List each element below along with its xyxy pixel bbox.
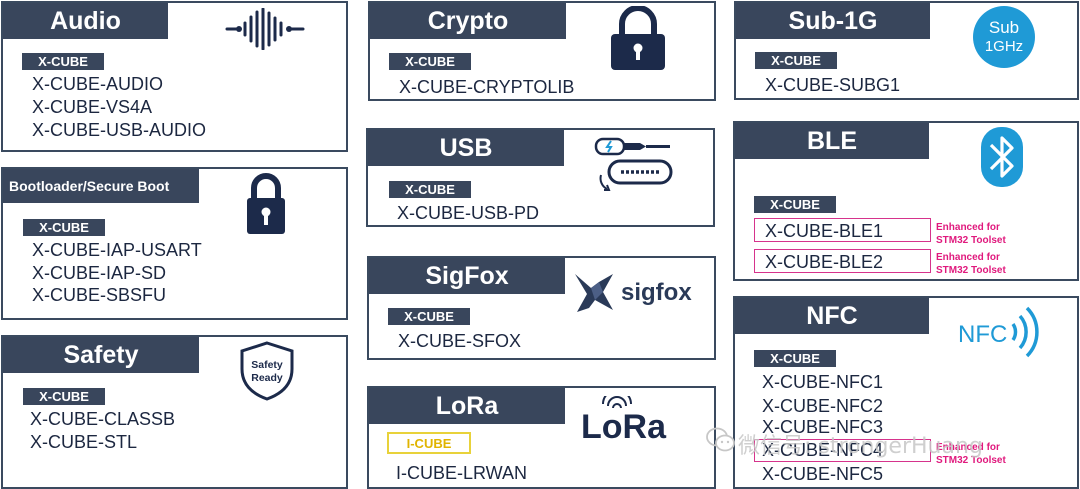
nfc-card: NFC NFC X-CUBE X-CUBE-NFC1 X-CUBE-NFC2 X… xyxy=(733,296,1079,489)
sub1g-tag: X-CUBE xyxy=(755,52,837,69)
padlock-icon xyxy=(247,173,285,234)
safety-card: Safety Safety Ready X-CUBE X-CUBE-CLASSB… xyxy=(1,335,348,489)
audio-title: Audio xyxy=(3,3,168,39)
sub1g-item: X-CUBE-SUBG1 xyxy=(765,75,901,95)
sigfox-item: X-CUBE-SFOX xyxy=(398,331,522,351)
ble-item-highlight xyxy=(754,249,931,273)
usb-c-cable-icon xyxy=(594,137,673,191)
sub1g-badge-text: Sub xyxy=(989,18,1019,37)
crypto-title: Crypto xyxy=(370,3,566,39)
safety-tag: X-CUBE xyxy=(23,388,105,405)
lora-card: LoRa LoRa I-CUBE I-CUBE-LRWAN xyxy=(367,386,716,489)
bootloader-title: Bootloader/Secure Boot xyxy=(3,169,199,203)
safety-badge-text: Ready xyxy=(251,372,283,384)
bootloader-item: X-CUBE-SBSFU xyxy=(32,285,167,305)
ble-title: BLE xyxy=(735,123,929,159)
ble-note-line: STM32 Toolset xyxy=(936,265,1006,276)
nfc-logo-text: NFC xyxy=(958,321,1007,348)
sub-1ghz-badge-icon: Sub 1GHz xyxy=(973,6,1035,68)
bootloader-item: X-CUBE-IAP-USART xyxy=(32,240,202,260)
wechat-icon xyxy=(706,427,735,452)
ble-note-line: Enhanced for xyxy=(936,252,1000,263)
nfc-item: X-CUBE-NFC2 xyxy=(762,396,884,416)
bluetooth-icon xyxy=(981,127,1023,187)
sigfox-card: SigFox sigfox X-CUBE X-CUBE-SFOX xyxy=(367,256,716,360)
ble-item: X-CUBE-BLE1 xyxy=(765,221,884,241)
safety-title: Safety xyxy=(3,337,199,373)
audio-card: Audio X-CUBE X-CUBE-AUDIO X-CUBE-VS4A X-… xyxy=(1,1,348,152)
lora-logo-text: LoRa xyxy=(581,408,667,440)
nfc-note: Enhanced for STM32 Toolset xyxy=(936,441,1006,467)
lora-item: I-CUBE-LRWAN xyxy=(396,463,528,483)
ble-note-line: Enhanced for xyxy=(936,222,1000,233)
lora-tag: I-CUBE xyxy=(387,432,471,454)
ble-note-line: STM32 Toolset xyxy=(936,235,1006,246)
sigfox-logo-text: sigfox xyxy=(621,279,692,306)
usb-tag: X-CUBE xyxy=(389,181,471,198)
nfc-icon: NFC xyxy=(958,306,1039,358)
audio-tag: X-CUBE xyxy=(22,53,104,70)
safety-badge-text: Safety xyxy=(251,359,283,371)
audio-item: X-CUBE-AUDIO xyxy=(32,74,164,94)
nfc-item: X-CUBE-NFC3 xyxy=(762,417,884,437)
usb-item: X-CUBE-USB-PD xyxy=(397,203,540,223)
safety-ready-shield-icon: Safety Ready xyxy=(240,341,294,401)
lora-logo-icon: LoRa xyxy=(581,396,667,440)
ble-note: Enhanced for STM32 Toolset xyxy=(936,251,1006,277)
lora-title: LoRa xyxy=(369,388,565,424)
ble-note: Enhanced for STM32 Toolset xyxy=(936,221,1006,247)
sub1g-title: Sub-1G xyxy=(736,3,930,39)
sigfox-logo-icon: sigfox xyxy=(575,274,692,312)
nfc-item: X-CUBE-NFC4 xyxy=(762,440,884,460)
sub1g-badge-text: 1GHz xyxy=(985,38,1023,55)
bootloader-item: X-CUBE-IAP-SD xyxy=(32,263,167,283)
nfc-item: X-CUBE-NFC5 xyxy=(762,464,884,484)
sigfox-title: SigFox xyxy=(369,258,565,294)
padlock-icon xyxy=(611,6,665,70)
crypto-tag: X-CUBE xyxy=(389,53,471,70)
sound-wave-icon xyxy=(225,8,305,50)
ble-item: X-CUBE-BLE2 xyxy=(765,252,884,272)
crypto-item: X-CUBE-CRYPTOLIB xyxy=(399,77,575,97)
ble-item-highlight xyxy=(754,218,931,242)
nfc-title: NFC xyxy=(735,298,929,334)
nfc-item-highlight xyxy=(754,439,931,462)
audio-item: X-CUBE-VS4A xyxy=(32,97,153,117)
usb-title: USB xyxy=(368,130,564,166)
watermark-text: 微信号: strongerHuang xyxy=(738,434,983,459)
bootloader-card: Bootloader/Secure Boot X-CUBE X-CUBE-IAP… xyxy=(1,167,348,320)
bootloader-tag: X-CUBE xyxy=(23,219,105,236)
safety-item: X-CUBE-STL xyxy=(30,432,138,452)
nfc-note-line: STM32 Toolset xyxy=(936,455,1006,466)
audio-item: X-CUBE-USB-AUDIO xyxy=(32,120,207,140)
sub1g-card: Sub-1G Sub 1GHz X-CUBE X-CUBE-SUBG1 xyxy=(734,1,1079,100)
safety-item: X-CUBE-CLASSB xyxy=(30,409,176,429)
sigfox-tag: X-CUBE xyxy=(388,308,470,325)
nfc-tag: X-CUBE xyxy=(754,350,836,367)
nfc-note-line: Enhanced for xyxy=(936,442,1000,453)
ble-tag: X-CUBE xyxy=(754,196,836,213)
crypto-card: Crypto X-CUBE X-CUBE-CRYPTOLIB xyxy=(368,1,716,101)
usb-card: USB X-CUBE X-CUBE-USB-PD xyxy=(366,128,715,227)
nfc-item: X-CUBE-NFC1 xyxy=(762,372,884,392)
ble-card: BLE X-CUBE X-CUBE-BLE1 Enhanced for STM3… xyxy=(733,121,1079,281)
